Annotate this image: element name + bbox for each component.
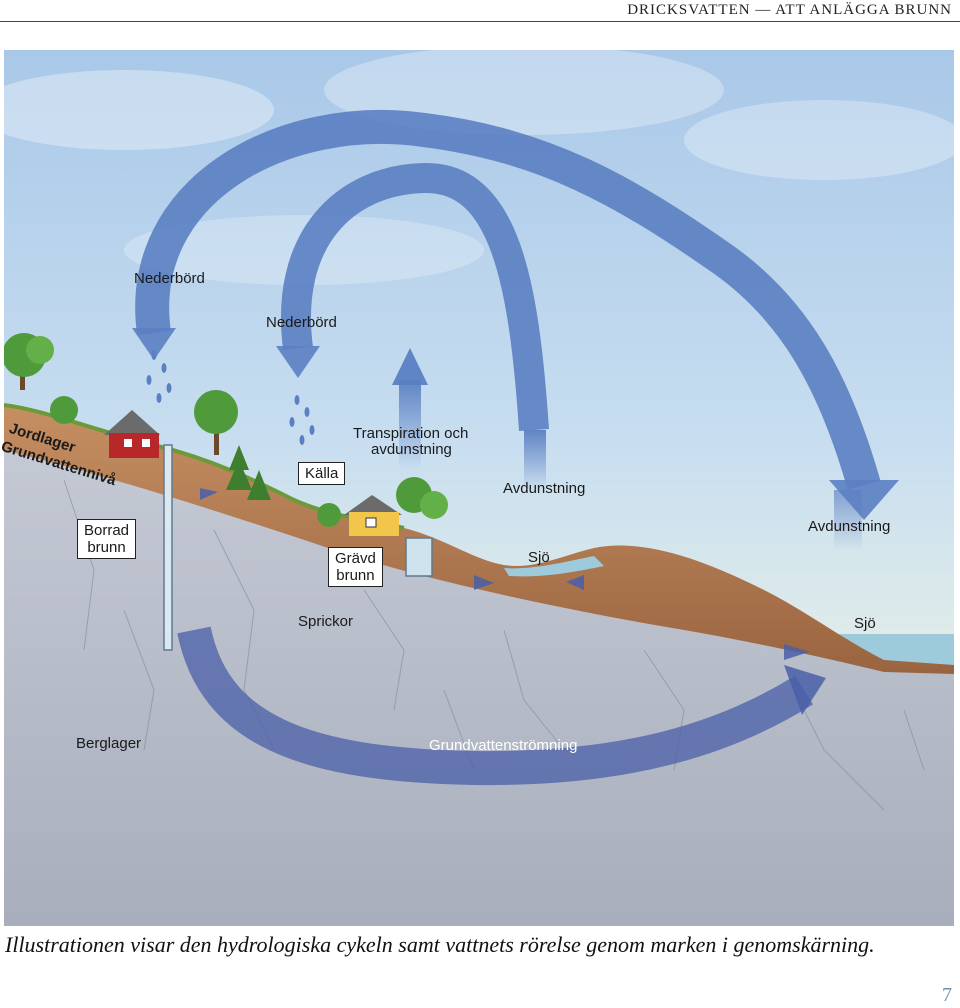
red-house xyxy=(104,410,160,458)
page-header: DRICKSVATTEN — ATT ANLÄGGA BRUNN xyxy=(0,0,960,24)
label-lake-small: Sjö xyxy=(528,549,550,566)
evaporation-arc-large xyxy=(135,109,881,490)
trees xyxy=(4,333,448,527)
precipitation-arrow-middle xyxy=(276,346,320,378)
page-number: 7 xyxy=(942,984,952,1006)
dug-well xyxy=(405,537,433,577)
label-dug-well: Grävd brunn xyxy=(328,547,383,587)
label-precipitation-middle: Nederbörd xyxy=(266,314,337,331)
precipitation-arrow-left xyxy=(132,328,176,360)
transpiration-arrow xyxy=(399,380,421,470)
soil-layer xyxy=(4,405,954,674)
evaporation-up-arrow xyxy=(524,430,546,490)
drilled-well-line1: Borrad xyxy=(84,522,130,539)
running-title: DRICKSVATTEN — ATT ANLÄGGA BRUNN xyxy=(627,2,952,18)
label-lake-large: Sjö xyxy=(854,615,876,632)
label-bedrock: Berglager xyxy=(76,735,142,752)
groundwater-flow-arrow xyxy=(177,626,814,786)
yellow-house xyxy=(344,495,402,536)
dug-well-line1: Grävd xyxy=(335,550,376,567)
label-cracks: Sprickor xyxy=(298,613,354,630)
lake-small xyxy=(504,556,604,577)
evaporation-arc-small xyxy=(281,162,549,431)
label-spring: Källa xyxy=(298,462,346,485)
diagram-graphic xyxy=(4,50,954,926)
label-evaporation-middle: Avdunstning xyxy=(503,480,586,497)
bedrock-layer xyxy=(4,450,954,926)
label-evaporation-right: Avdunstning xyxy=(808,518,891,535)
soil-flow-arrows xyxy=(200,488,809,660)
label-groundwater-flow: Grundvattenströmning xyxy=(429,737,578,754)
label-precipitation-left: Nederbörd xyxy=(134,270,205,287)
dug-well-line2: brunn xyxy=(336,567,375,584)
label-transpiration-line2: avdunstning xyxy=(371,441,452,458)
drilled-well-line2: brunn xyxy=(87,539,126,556)
drilled-well-pipe xyxy=(163,444,173,651)
hydrological-cycle-diagram: Nederbörd Nederbörd Transpiration och av… xyxy=(0,50,954,926)
figure-caption: Illustrationen visar den hydrologiska cy… xyxy=(5,932,875,957)
label-transpiration-line1: Transpiration och xyxy=(353,425,469,442)
header-rule xyxy=(0,21,960,22)
label-drilled-well: Borrad brunn xyxy=(77,519,137,559)
rain-drops xyxy=(146,350,315,445)
